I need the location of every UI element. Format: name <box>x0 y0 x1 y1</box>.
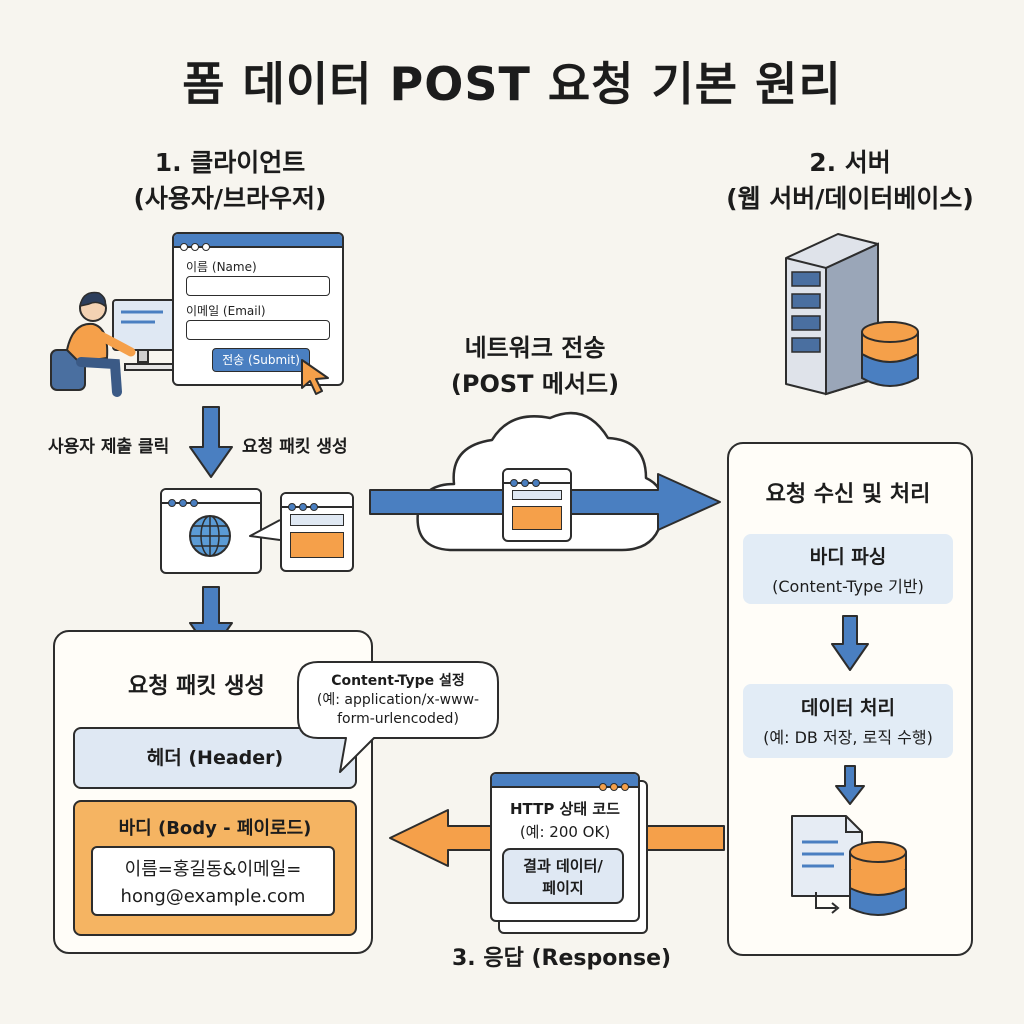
request-packet-title: 요청 패킷 생성 <box>128 674 265 699</box>
result-data-block: 결과 데이터/ 페이지 <box>502 848 624 904</box>
network-packet-icon <box>502 468 572 542</box>
response-window: HTTP 상태 코드 (예: 200 OK) 결과 데이터/ 페이지 <box>490 772 640 922</box>
callout-line-2: form-urlencoded) <box>337 711 459 727</box>
cursor-icon <box>301 359 329 395</box>
name-field-label: 이름 (Name) <box>186 260 257 274</box>
user-at-computer-icon <box>50 291 204 397</box>
http-status-sub: (예: 200 OK) <box>519 823 611 841</box>
arrow-down-icon <box>189 406 233 478</box>
client-heading-title: 1. 클라이언트 <box>154 148 306 177</box>
email-field-label: 이메일 (Email) <box>186 304 266 318</box>
payload-line-2: hong@example.com <box>120 886 306 907</box>
browser-window <box>160 488 262 574</box>
email-input[interactable] <box>186 320 330 340</box>
arrow-down-icon <box>835 765 865 805</box>
client-heading-sub: (사용자/브라우저) <box>133 184 327 213</box>
speech-tail <box>249 519 281 541</box>
packet-window-icon <box>280 492 354 572</box>
network-heading-sub: (POST 메서드) <box>450 370 620 398</box>
process-title: 데이터 처리 <box>800 697 895 719</box>
payload-line-1: 이름=홍길동&이메일= <box>124 859 302 880</box>
document-database-icon <box>791 815 907 916</box>
server-heading-sub: (웹 서버/데이터베이스) <box>726 184 974 213</box>
globe-icon <box>189 515 231 557</box>
user-submit-click-label: 사용자 제출 클릭 <box>48 437 170 457</box>
result-line-2: 페이지 <box>542 879 584 897</box>
process-sub: (예: DB 저장, 로직 수행) <box>763 728 933 747</box>
result-line-1: 결과 데이터/ <box>523 857 603 875</box>
arrow-down-icon <box>831 615 869 671</box>
body-label: 바디 (Body - 페이로드) <box>118 818 312 839</box>
server-database-icon <box>785 233 919 396</box>
callout-line-1: (예: application/x-www- <box>316 692 480 708</box>
body-block: 바디 (Body - 페이로드) 이름=홍길동&이메일= hong@exampl… <box>73 800 357 936</box>
server-heading: 2. 서버 (웹 서버/데이터베이스) <box>700 145 1000 217</box>
page-title: 폼 데이터 POST 요청 기본 원리 <box>182 57 842 111</box>
server-heading-title: 2. 서버 <box>809 148 891 177</box>
response-label: 3. 응답 (Response) <box>452 946 672 971</box>
form-window: 이름 (Name) 이메일 (Email) 전송 (Submit) <box>172 232 344 386</box>
parse-title: 바디 파싱 <box>809 546 887 568</box>
content-type-callout <box>297 661 499 773</box>
body-parsing-block: 바디 파싱 (Content-Type 기반) <box>743 534 953 604</box>
client-heading: 1. 클라이언트 (사용자/브라우저) <box>90 145 370 217</box>
create-packet-label: 요청 패킷 생성 <box>242 437 348 457</box>
parse-sub: (Content-Type 기반) <box>772 577 924 596</box>
callout-text: Content-Type 설정 (예: application/x-www- f… <box>298 672 498 729</box>
server-panel-title: 요청 수신 및 처리 <box>765 482 931 507</box>
data-processing-block: 데이터 처리 (예: DB 저장, 로직 수행) <box>743 684 953 758</box>
callout-title: Content-Type 설정 <box>331 673 465 689</box>
network-heading: 네트워크 전송 (POST 메서드) <box>410 330 660 402</box>
name-input[interactable] <box>186 276 330 296</box>
http-status-title: HTTP 상태 코드 <box>509 800 620 818</box>
payload-box: 이름=홍길동&이메일= hong@example.com <box>91 846 335 916</box>
network-heading-title: 네트워크 전송 <box>464 334 606 362</box>
submit-button[interactable]: 전송 (Submit) <box>212 348 310 372</box>
